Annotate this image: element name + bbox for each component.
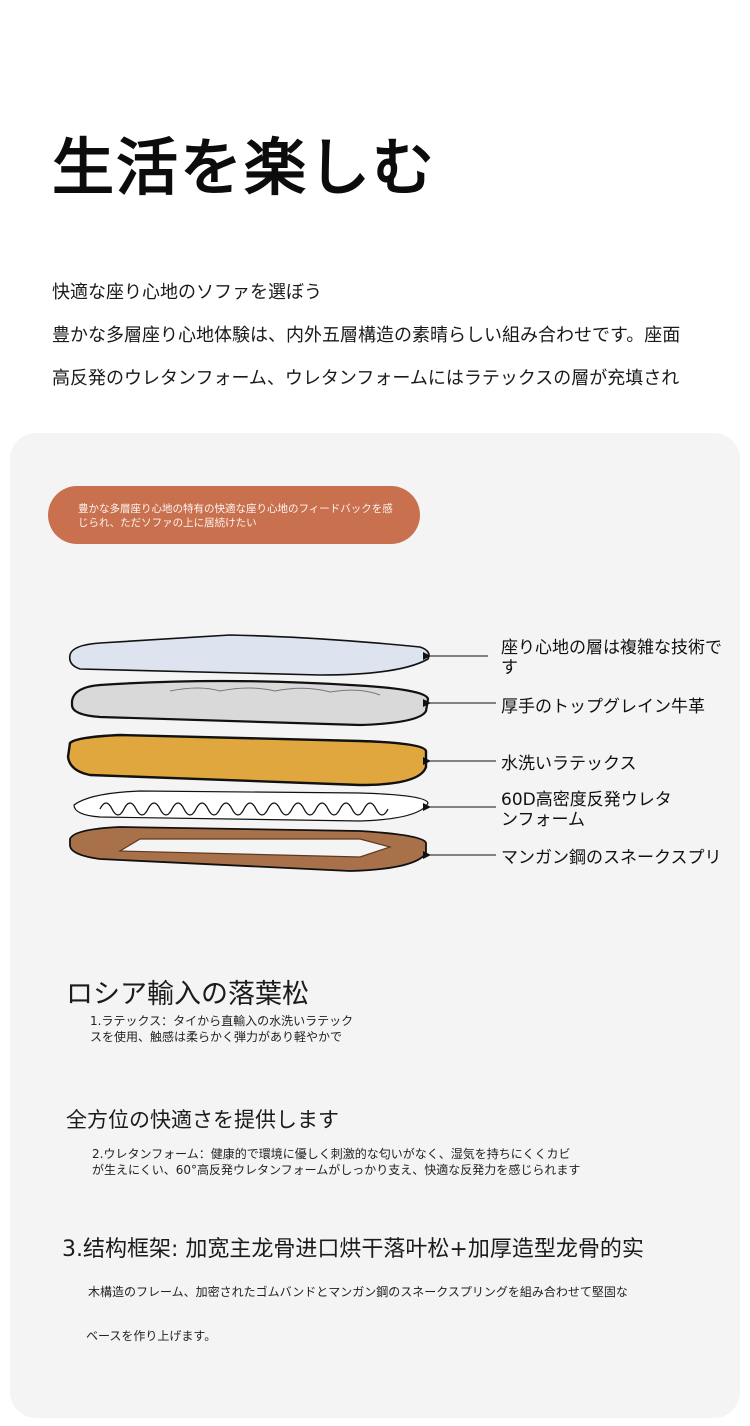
layer-diagram xyxy=(66,634,496,872)
intro-line-2: 豊かな多層座り心地体験は、内外五層構造の素晴らしい組み合わせです。座面 xyxy=(52,325,681,346)
latex-layer xyxy=(66,733,428,787)
section-3-heading: 3.结构框架: 加宽主龙骨进口烘干落叶松+加厚造型龙骨的实 xyxy=(62,1237,644,1262)
layer-label-5: マンガン鋼のスネークスプリ xyxy=(501,848,722,868)
section-3-text-line-1: 木構造のフレーム、加密されたゴムバンドとマンガン鋼のスネークスプリングを組み合わ… xyxy=(88,1285,628,1299)
top-comfort-layer xyxy=(68,634,430,676)
foam-layer xyxy=(73,790,429,822)
intro-line-3: 高反発のウレタンフォーム、ウレタンフォームにはラテックスの層が充填され xyxy=(52,368,680,389)
section-2-text-line-2: が生えにくい、60°高反発ウレタンフォームがしっかり支え、快適な反発力を感じられ… xyxy=(92,1163,581,1177)
banner-text: 豊かな多層座り心地の特有の快適な座り心地のフィードバックを感じられ、ただソファの… xyxy=(78,503,393,529)
section-1-heading: ロシア輸入の落葉松 xyxy=(66,979,309,1010)
intro-line-1: 快適な座り心地のソファを選ぼう xyxy=(52,282,322,303)
spring-frame-layer xyxy=(69,826,427,872)
section-2-text-line-1: 2.ウレタンフォーム：健康的で環境に優しく刺激的な匂いがなく、湿気を持ちにくくカ… xyxy=(92,1147,571,1161)
layer-label-4: 60D高密度反発ウレタンフォーム xyxy=(501,790,672,830)
layer-label-2: 厚手のトップグレイン牛革 xyxy=(501,697,705,717)
leather-layer xyxy=(70,679,430,727)
content-card xyxy=(10,433,740,1418)
section-2-heading: 全方位の快適さを提供します xyxy=(66,1108,339,1132)
page-title: 生活を楽しむ xyxy=(52,131,437,204)
layer-label-1: 座り心地の層は複雑な技術です xyxy=(501,638,722,678)
section-1-text-line-2: スを使用、触感は柔らかく弾力があり軽やかで xyxy=(90,1030,343,1044)
section-3-text-line-2: ベースを作り上げます。 xyxy=(86,1329,217,1343)
section-1-text-line-1: 1.ラテックス：タイから直輸入の水洗いラテック xyxy=(90,1014,354,1028)
banner-pill: 豊かな多層座り心地の特有の快適な座り心地のフィードバックを感じられ、ただソファの… xyxy=(48,486,420,544)
layer-label-3: 水洗いラテックス xyxy=(501,754,637,774)
